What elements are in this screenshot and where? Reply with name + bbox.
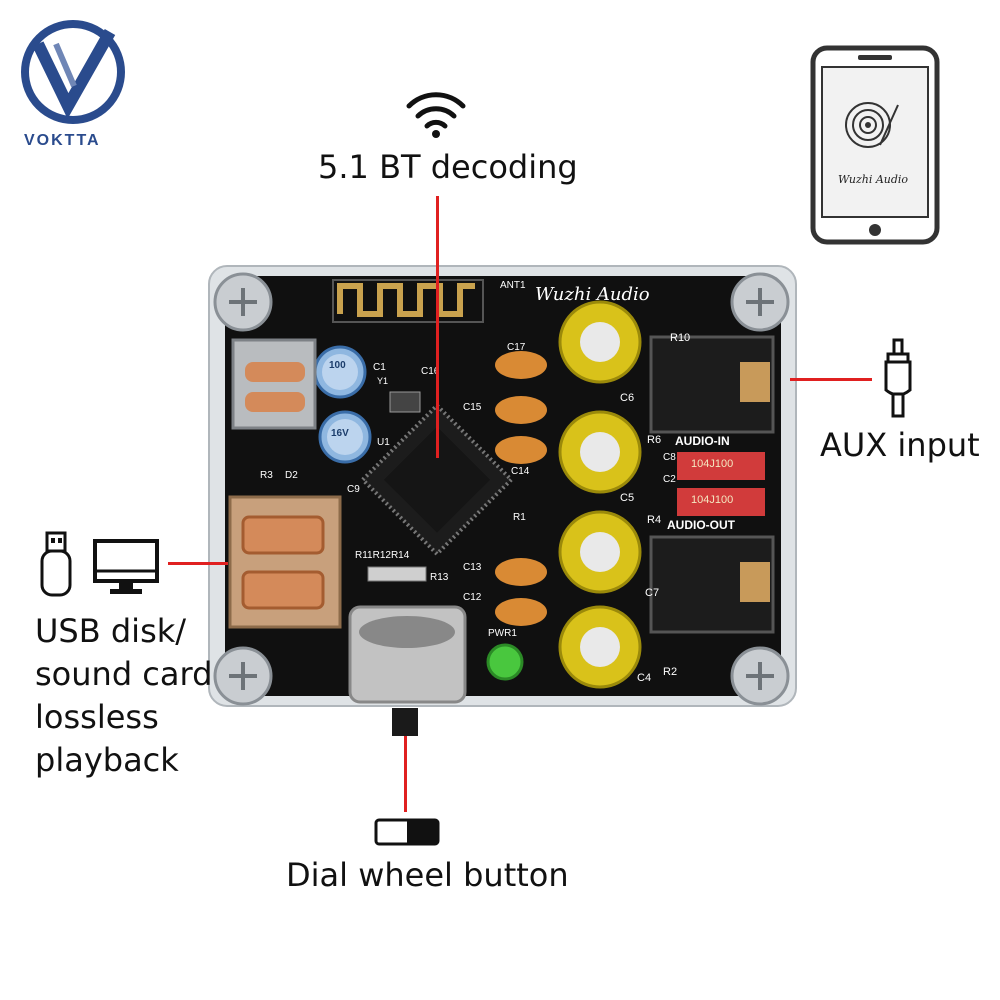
rca-plug-icon xyxy=(878,338,918,424)
usb-label-line4: playback xyxy=(35,741,179,779)
silk-pwr1: PWR1 xyxy=(488,628,517,639)
usb-label-line1: USB disk/ xyxy=(35,612,187,650)
silk-d2: D2 xyxy=(285,470,298,481)
silk-c13: C13 xyxy=(463,562,482,573)
silk-c17: C17 xyxy=(507,342,526,353)
wifi-icon xyxy=(405,88,467,140)
silk-c5: C5 xyxy=(620,492,635,504)
lead-usb xyxy=(168,562,228,565)
silk-r1: R1 xyxy=(513,512,526,523)
silk-c12: C12 xyxy=(463,592,482,603)
dial-wheel-label: Dial wheel button xyxy=(286,856,569,894)
brand-name: VOKTTA xyxy=(24,132,101,149)
silk-r10: R10 xyxy=(670,332,691,344)
usb-drive-icon xyxy=(38,530,74,600)
silk-c14: C14 xyxy=(511,466,530,477)
silk-c16: C16 xyxy=(421,366,440,377)
silk-c9: C9 xyxy=(347,484,360,495)
lead-dial xyxy=(404,736,407,812)
silk-u1: U1 xyxy=(377,437,390,448)
toggle-switch-icon xyxy=(374,818,440,846)
lead-aux xyxy=(790,378,872,381)
silk-y1: Y1 xyxy=(377,376,389,386)
silk-audio-in: AUDIO-IN xyxy=(675,434,730,448)
pcb-board: Wuzhi Audio ANT1 R10 C6 R6 AUDIO-IN C8 C… xyxy=(205,262,800,710)
silk-film-cap-1: 104J100 xyxy=(691,458,734,470)
silk-c4: C4 xyxy=(637,672,652,684)
silk-r6: R6 xyxy=(647,434,662,446)
silk-c1: C1 xyxy=(373,362,386,373)
bt-decoding-label: 5.1 BT decoding xyxy=(318,148,578,186)
phone-icon: Wuzhi Audio xyxy=(810,45,940,245)
silk-c2: C2 xyxy=(663,474,676,485)
dial-wheel-knob xyxy=(392,708,418,736)
silk-audio-out: AUDIO-OUT xyxy=(667,518,735,532)
board-logo: Wuzhi Audio xyxy=(535,284,650,305)
aux-input-label: AUX input xyxy=(820,426,980,464)
monitor-icon xyxy=(92,538,160,598)
lead-bt xyxy=(436,196,439,458)
silk-c8: C8 xyxy=(663,452,676,463)
silk-ant1: ANT1 xyxy=(500,280,526,291)
usb-label-line2: sound card xyxy=(35,655,213,693)
silk-r13: R13 xyxy=(430,572,449,583)
brand-logo: VOKTTA xyxy=(18,14,128,154)
silk-c7: C7 xyxy=(645,587,660,599)
cap-value-2: 16V xyxy=(331,428,349,439)
usb-label-line3: lossless xyxy=(35,698,159,736)
silk-r4: R4 xyxy=(647,514,662,526)
silk-c6: C6 xyxy=(620,392,635,404)
phone-app-name: Wuzhi Audio xyxy=(838,173,909,186)
silk-film-cap-2: 104J100 xyxy=(691,494,734,506)
silk-r2: R2 xyxy=(663,666,678,678)
cap-value-1: 100 xyxy=(329,360,346,371)
silk-c15: C15 xyxy=(463,402,482,413)
silk-resistor-array: R11R12R14 xyxy=(355,550,410,561)
silk-r3: R3 xyxy=(260,470,273,481)
